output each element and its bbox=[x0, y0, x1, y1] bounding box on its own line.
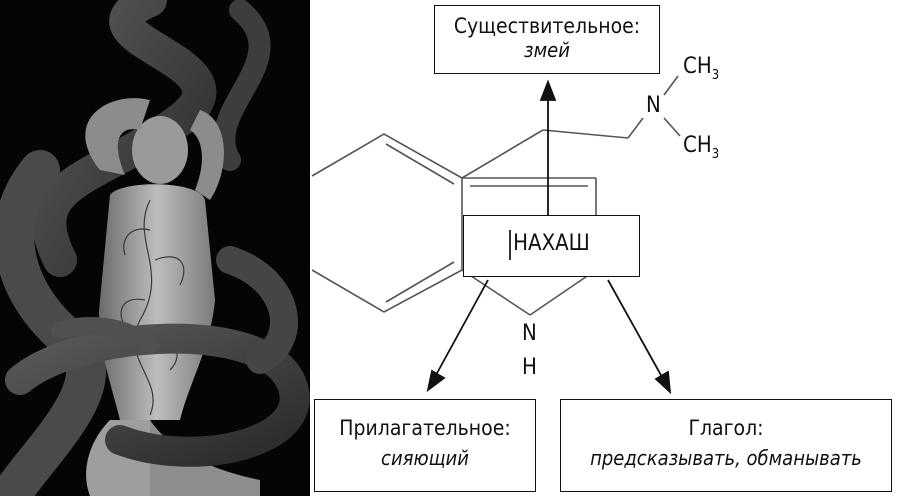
noun-title: Существительное: bbox=[453, 14, 641, 38]
adjective-value: сияющий bbox=[381, 446, 469, 470]
verb-box: Глагол: предсказывать, обманывать bbox=[560, 399, 892, 492]
adjective-box: Прилагательное: сияющий bbox=[314, 399, 536, 492]
adjective-title: Прилагательное: bbox=[339, 416, 511, 440]
noun-box: Существительное: змей bbox=[434, 5, 660, 74]
snake-woman-photo bbox=[0, 0, 310, 496]
ch3-b-label: CH3 bbox=[683, 133, 720, 163]
ch3-a-label: CH3 bbox=[683, 54, 720, 84]
molecule-bonds bbox=[311, 75, 681, 316]
h-bottom-atom: H bbox=[522, 355, 537, 380]
verb-value: предсказывать, обманывать bbox=[590, 446, 862, 470]
center-label: НАХАШ bbox=[513, 231, 590, 256]
arrows bbox=[426, 79, 672, 395]
n-top-atom: N bbox=[646, 93, 661, 118]
center-box: НАХАШ bbox=[463, 215, 640, 277]
n-bottom-atom: N bbox=[522, 321, 537, 346]
verb-title: Глагол: bbox=[688, 416, 764, 440]
noun-value: змей bbox=[524, 38, 570, 62]
text-cursor bbox=[509, 230, 511, 260]
